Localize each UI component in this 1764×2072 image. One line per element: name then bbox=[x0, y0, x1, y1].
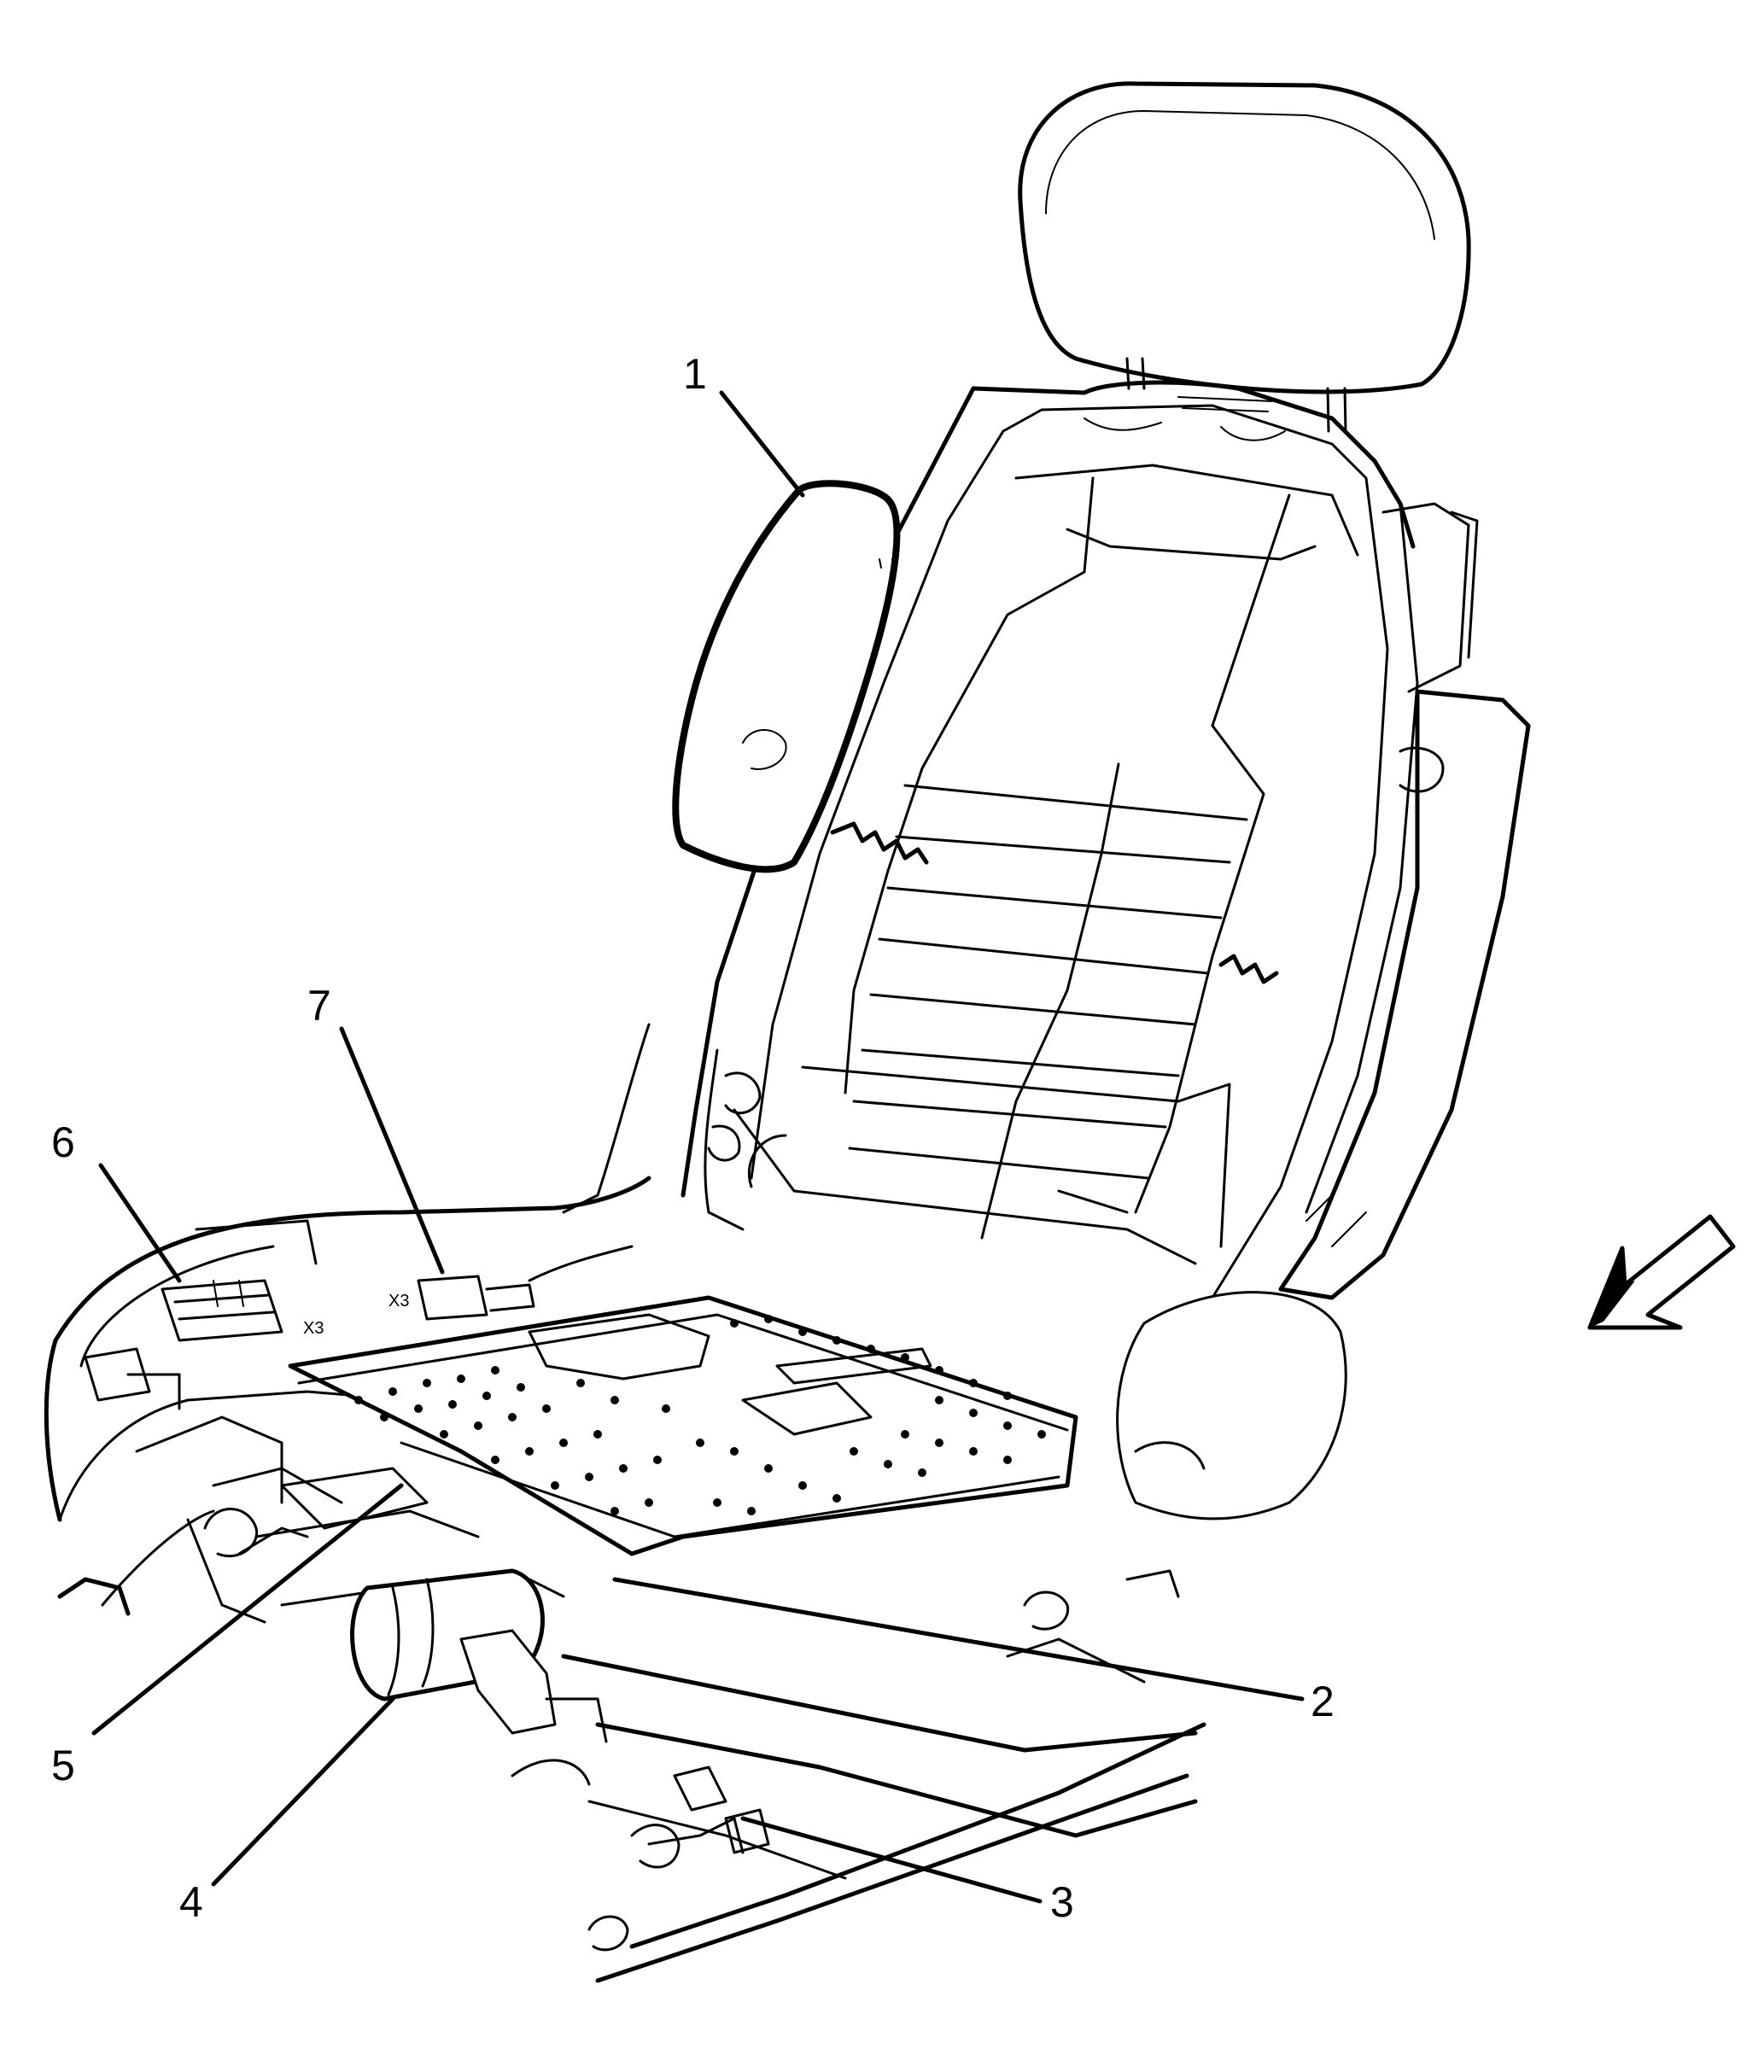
callout-2: 2 bbox=[1311, 1678, 1335, 1725]
vertical-motor-4 bbox=[350, 1568, 608, 1743]
connector-mark-a: X3 bbox=[303, 1319, 324, 1338]
seat-adjuster-track bbox=[57, 1467, 1206, 1983]
callout-1: 1 bbox=[683, 350, 707, 398]
leader-lines bbox=[91, 390, 1305, 1904]
headrest bbox=[1018, 81, 1471, 433]
seat-harness-connector-7: X3 bbox=[388, 1245, 634, 1321]
callout-6: 6 bbox=[51, 1118, 75, 1166]
occupant-sensor-mat bbox=[288, 1295, 1078, 1556]
callout-labels: 1 2 3 4 5 6 7 bbox=[51, 350, 1335, 1926]
track-position-sensor-3 bbox=[630, 1766, 745, 1869]
connector-mark-b: X3 bbox=[388, 1292, 409, 1310]
callout-5: 5 bbox=[51, 1742, 75, 1789]
seat-back-spring-mat bbox=[733, 476, 1291, 1265]
recliner-hinge bbox=[562, 1023, 762, 1231]
callout-7: 7 bbox=[307, 982, 331, 1030]
callout-4: 4 bbox=[179, 1878, 203, 1926]
side-connector bbox=[84, 1347, 181, 1410]
harness-bracket-5 bbox=[237, 1467, 429, 1555]
side-airbag-pad bbox=[672, 480, 901, 873]
callout-3: 3 bbox=[1050, 1878, 1074, 1926]
seat-cushion-base bbox=[44, 1176, 1347, 1522]
seat-module-connector-6: X3 bbox=[161, 1219, 324, 1342]
front-direction-arrow-icon bbox=[1587, 1214, 1736, 1330]
